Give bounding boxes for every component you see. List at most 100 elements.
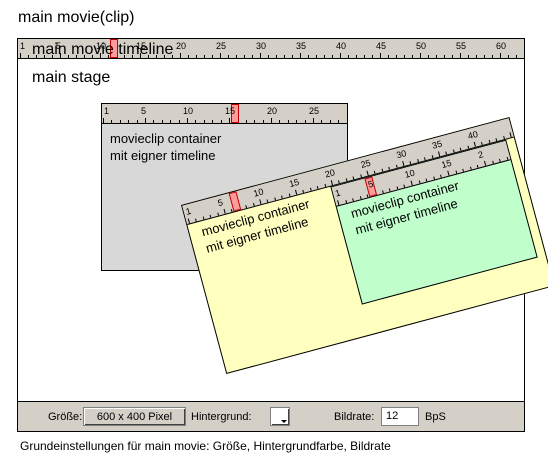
ruler-tick <box>424 157 426 161</box>
size-button[interactable]: 600 x 400 Pixel <box>83 407 186 426</box>
ruler-tick <box>187 118 188 123</box>
ruler-tick <box>418 180 421 184</box>
ruler-tick <box>245 120 247 123</box>
ruler-tick <box>204 55 205 58</box>
ruler-tick <box>128 120 130 123</box>
ruler-tick <box>437 151 441 157</box>
framerate-input[interactable]: 12 <box>381 407 419 426</box>
ruler-tick <box>156 55 157 58</box>
ruler-tick <box>481 141 484 146</box>
ruler-tick <box>262 120 264 123</box>
ruler-tick <box>100 53 101 58</box>
page-title: main movie(clip) <box>18 9 135 26</box>
ruler-tick <box>209 214 212 218</box>
ruler-tick <box>428 55 429 58</box>
ruler-number: 5 <box>216 197 224 209</box>
ruler-number: 25 <box>216 41 227 51</box>
ruler-number: 10 <box>183 106 194 116</box>
ruler-tick <box>440 174 443 178</box>
ruler-tick <box>220 120 222 123</box>
ruler-number: 30 <box>395 148 408 161</box>
ruler-tick <box>119 120 121 123</box>
ruler-tick <box>140 53 141 58</box>
ruler-tick <box>324 183 326 188</box>
ruler-number: 5 <box>56 41 62 51</box>
ruler-tick <box>284 55 285 58</box>
ruler-tick <box>188 55 189 58</box>
ruler-tick <box>409 161 412 165</box>
ruler-tick <box>202 216 205 220</box>
ruler-number: 40 <box>466 128 479 142</box>
ruler-number: 1 <box>104 106 110 116</box>
ruler-tick <box>509 132 512 138</box>
ruler-number: 30 <box>256 41 267 51</box>
chevron-down-icon <box>281 420 287 423</box>
ruler-tick <box>404 55 405 58</box>
ruler-number: 60 <box>496 41 507 51</box>
ruler-tick <box>445 151 448 155</box>
ruler-tick <box>28 55 29 58</box>
ruler-tick <box>352 176 355 180</box>
playhead[interactable] <box>110 39 118 58</box>
settings-bar: Größe: 600 x 400 Pixel Hintergrund: Bild… <box>18 401 524 431</box>
ruler-tick <box>403 184 406 188</box>
ruler-tick <box>459 147 462 151</box>
ruler-tick <box>484 55 485 58</box>
ruler-tick <box>164 55 165 58</box>
ruler-tick <box>132 55 133 58</box>
ruler-tick <box>469 166 472 170</box>
ruler-number: 10 <box>403 167 416 180</box>
ruler-number: 20 <box>323 167 337 180</box>
playhead[interactable] <box>231 104 240 123</box>
ruler-number: 55 <box>456 41 467 51</box>
ruler-tick <box>417 159 419 163</box>
ruler-tick <box>483 160 487 166</box>
caption: Grundeinstellungen für main movie: Größe… <box>20 439 391 453</box>
movieclip-text: movieclip container mit eigner timeline <box>110 130 221 164</box>
ruler-tick <box>187 218 191 224</box>
ruler-tick <box>473 141 476 147</box>
ruler-tick <box>460 53 461 58</box>
ruler-number: 15 <box>225 106 236 116</box>
ruler-tick <box>84 55 85 58</box>
ruler-tick <box>388 166 391 170</box>
background-label: Hintergrund: <box>191 411 252 423</box>
ruler-tick <box>281 195 283 199</box>
ruler-number: 10 <box>96 41 107 51</box>
ruler-tick <box>313 118 314 123</box>
ruler-tick <box>300 53 301 58</box>
ruler-tick <box>108 55 109 58</box>
ruler-number: 40 <box>336 41 347 51</box>
background-color-picker[interactable] <box>270 407 290 426</box>
ruler-number: 45 <box>376 41 387 51</box>
ruler-tick <box>412 55 413 58</box>
ruler-number: 25 <box>359 157 372 170</box>
ruler-number: 10 <box>252 186 265 199</box>
ruler-tick <box>161 120 163 123</box>
ruler-tick <box>420 53 421 58</box>
ruler-tick <box>292 55 293 58</box>
ruler-tick <box>316 185 319 190</box>
main-stage-label: main stage <box>32 69 111 86</box>
ruler-tick <box>359 196 362 200</box>
ruler-tick <box>44 55 45 58</box>
ruler-tick <box>287 120 289 123</box>
framerate-label: Bildrate: <box>334 411 375 423</box>
ruler-tick <box>431 155 434 159</box>
ruler-tick <box>338 120 340 123</box>
ruler-tick <box>294 189 298 195</box>
ruler-tick <box>516 55 517 58</box>
ruler-number: 1 <box>20 41 26 51</box>
ruler-tick <box>259 199 262 205</box>
ruler-tick <box>266 199 269 203</box>
ruler-tick <box>274 197 276 201</box>
ruler-tick <box>337 200 340 206</box>
ruler-number: 1 <box>184 205 193 217</box>
ruler-tick <box>148 55 149 58</box>
ruler-tick <box>388 55 389 58</box>
ruler-number: 35 <box>430 138 444 151</box>
ruler-tick <box>180 53 181 58</box>
ruler-tick <box>276 55 277 58</box>
